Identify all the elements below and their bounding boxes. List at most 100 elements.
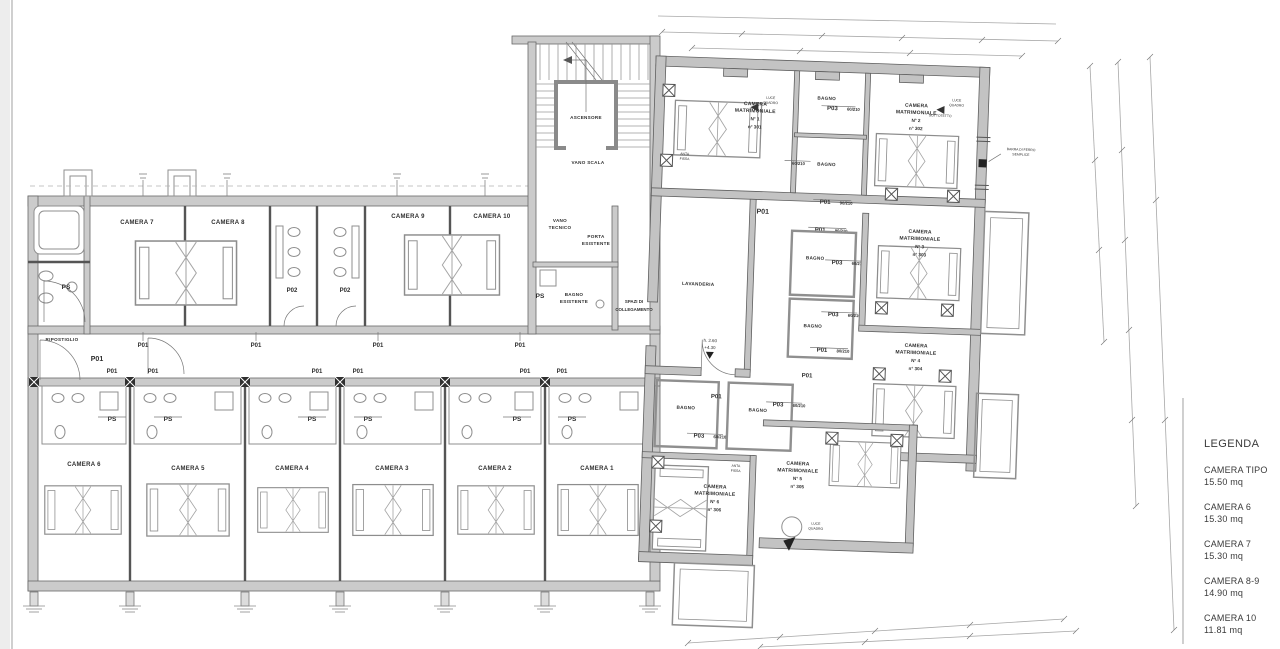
door-tag-p01: P01 bbox=[353, 369, 364, 375]
door-tag-p03: P03 bbox=[693, 433, 705, 439]
luce-quadro-marker bbox=[783, 537, 796, 551]
bed bbox=[146, 483, 230, 537]
suite-304-num: N° 4 bbox=[911, 358, 921, 363]
suite-304-label-2: MATRIMONIALE bbox=[895, 349, 937, 356]
column-marker bbox=[239, 376, 251, 388]
terrace bbox=[979, 210, 1030, 336]
annex-bathroom bbox=[28, 205, 90, 323]
bed bbox=[257, 486, 329, 534]
door-tag-p02: P02 bbox=[287, 288, 298, 294]
suite-303-label: CAMERA bbox=[908, 229, 932, 236]
legend-item: CAMERA 7 15.30 mq bbox=[1204, 539, 1276, 562]
label-bagno-esistente-2: ESISTENTE bbox=[560, 299, 588, 304]
column-marker bbox=[938, 369, 952, 383]
label-elevator: ASCENSORE bbox=[570, 115, 602, 120]
suite-302-code: n° 302 bbox=[909, 126, 923, 131]
column-marker bbox=[662, 83, 676, 98]
door-size: 90/210 bbox=[840, 200, 854, 205]
door-tag-p01: P01 bbox=[711, 394, 723, 400]
suite-306-label: CAMERA bbox=[703, 484, 727, 491]
column-marker bbox=[651, 455, 665, 469]
column-marker bbox=[659, 153, 674, 167]
room-label-camera-8: CAMERA 8 bbox=[211, 220, 245, 226]
room-label-camera-4: CAMERA 4 bbox=[275, 466, 309, 472]
label-bagno: BAGNO bbox=[806, 255, 825, 261]
right-wing: CAMERA MATRIMONIALE N° 1 n° 301 LUCE QUA… bbox=[638, 55, 1036, 629]
door-size: 60/210 bbox=[792, 161, 806, 166]
bed bbox=[134, 240, 238, 306]
legend-item: CAMERA 8-9 14.90 mq bbox=[1204, 576, 1276, 599]
suite-306-code: n° 306 bbox=[707, 507, 721, 512]
door-tag-ps: PS bbox=[513, 416, 522, 423]
door-arc bbox=[700, 339, 736, 376]
door-tag-p01: P01 bbox=[251, 343, 262, 349]
door-tag-ps: PS bbox=[568, 416, 577, 423]
door-tag-p03: P03 bbox=[827, 106, 839, 112]
door-arc bbox=[39, 339, 81, 381]
bed bbox=[352, 483, 434, 537]
suite-302-num: N° 2 bbox=[911, 118, 921, 123]
door-tag-ps: PS bbox=[108, 416, 117, 423]
door-size: 60/210 bbox=[713, 434, 727, 439]
legend-item: CAMERA 6 15.30 mq bbox=[1204, 502, 1276, 525]
suite-304-label: CAMERA bbox=[904, 343, 928, 350]
door-size: 60/210 bbox=[793, 403, 807, 408]
label-bagno-esistente: BAGNO bbox=[565, 292, 584, 297]
legend-item-area: 11.81 mq bbox=[1204, 624, 1243, 635]
label-porta-esistente: PORTA bbox=[587, 234, 605, 239]
door-tag-ps: PS bbox=[536, 293, 545, 300]
note-height-2: +4.30 bbox=[704, 345, 716, 350]
suite-305-code: n° 305 bbox=[790, 484, 804, 489]
room-label-camera-5: CAMERA 5 bbox=[171, 466, 205, 472]
room-label-camera-1: CAMERA 1 bbox=[580, 466, 614, 472]
door-tag-p02: P02 bbox=[340, 288, 351, 294]
label-spazi-2: COLLEGAMENTO bbox=[615, 307, 653, 312]
suite-304-code: n° 304 bbox=[909, 366, 923, 371]
door-tag-p01: P01 bbox=[802, 373, 814, 379]
room-label-camera-3: CAMERA 3 bbox=[375, 466, 409, 472]
bed bbox=[557, 483, 639, 537]
room-label-camera-7: CAMERA 7 bbox=[120, 220, 154, 226]
stair-direction-arrow bbox=[572, 59, 587, 112]
label-bagno: BAGNO bbox=[803, 323, 822, 329]
label-lavanderia: LAVANDERIA bbox=[682, 281, 715, 287]
bathroom-pods-top bbox=[275, 225, 360, 327]
legend-item-area: 15.30 mq bbox=[1204, 513, 1244, 524]
footing bbox=[533, 591, 557, 613]
sheet-edge-left bbox=[0, 0, 10, 649]
door-tag-ps: PS bbox=[62, 284, 71, 291]
label-vano-tecnico-2: TECNICO bbox=[549, 225, 572, 230]
door-tag-p01: P01 bbox=[756, 208, 769, 215]
label-vano-tecnico: VANO bbox=[553, 218, 567, 223]
room-label-camera-10: CAMERA 10 bbox=[473, 214, 511, 220]
column-marker bbox=[334, 376, 346, 388]
door-size: 60/210 bbox=[848, 313, 862, 318]
door-tag-p01: P01 bbox=[515, 343, 526, 349]
footing bbox=[433, 591, 457, 613]
door-tag-ps: PS bbox=[308, 416, 317, 423]
level-marker bbox=[705, 351, 714, 359]
dimension-lines bbox=[657, 15, 1178, 649]
door-tag-p01: P01 bbox=[520, 369, 531, 375]
suite-301-label-2: MATRIMONIALE bbox=[735, 108, 777, 115]
door-tag-p03: P03 bbox=[828, 312, 840, 318]
column-marker bbox=[940, 303, 955, 317]
column-marker bbox=[28, 376, 40, 388]
door-size: 60/210 bbox=[847, 107, 861, 112]
luce-quadro-marker bbox=[750, 103, 759, 112]
legend-item-area: 14.90 mq bbox=[1204, 587, 1244, 598]
footing bbox=[638, 591, 662, 613]
bed bbox=[457, 485, 535, 535]
column-marker bbox=[825, 431, 839, 445]
footing bbox=[233, 591, 257, 613]
column-marker bbox=[872, 367, 886, 381]
note-anta-fissa: ANTA bbox=[731, 464, 741, 468]
door-arc bbox=[147, 337, 185, 375]
label-bagno: BAGNO bbox=[748, 407, 767, 413]
door-tag-p01: P01 bbox=[148, 369, 159, 375]
room-label-ripostiglio: RIPOSTIGLIO bbox=[46, 337, 79, 342]
legend-item-name: CAMERA 10 bbox=[1204, 613, 1257, 623]
door-arc bbox=[43, 280, 86, 323]
door-tag-p01: P01 bbox=[312, 369, 323, 375]
